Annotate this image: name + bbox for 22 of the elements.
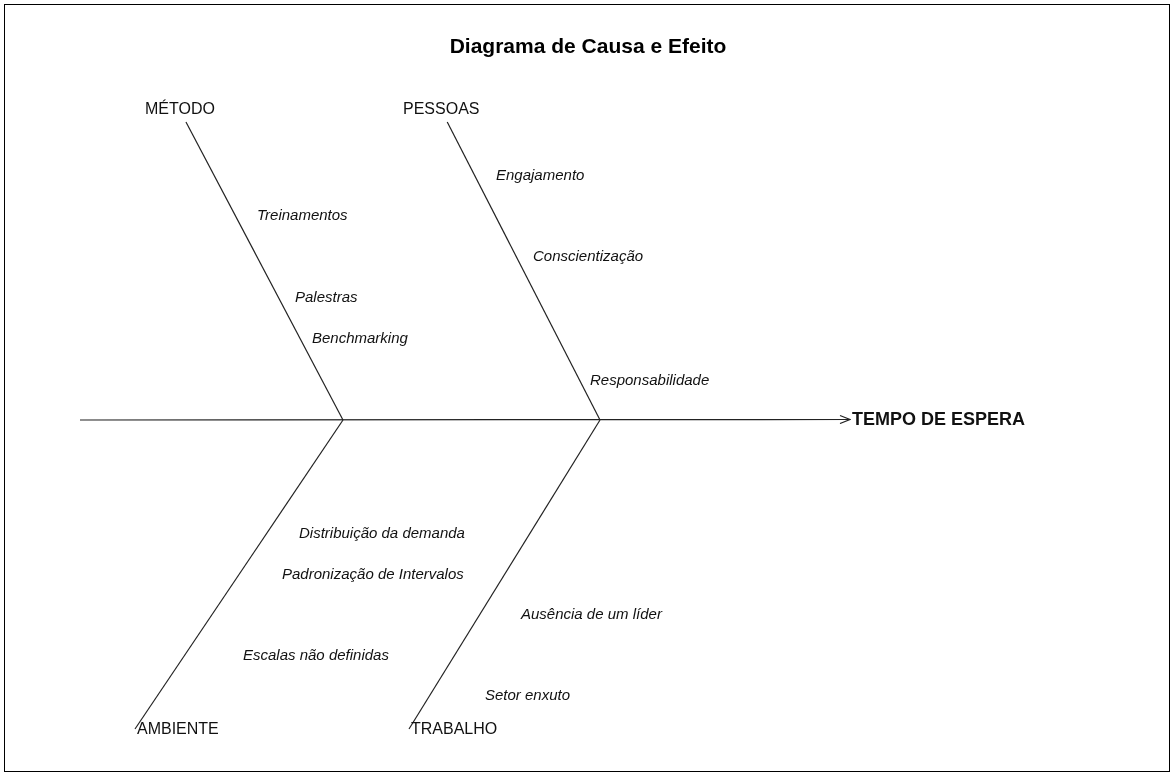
- cause-label: Distribuição da demanda: [299, 524, 465, 542]
- cause-label: Treinamentos: [257, 206, 348, 224]
- cause-label: Responsabilidade: [590, 371, 710, 389]
- cause-label: Setor enxuto: [485, 686, 571, 704]
- cause-label: Engajamento: [496, 166, 585, 184]
- cause-label: Ausência de um líder: [521, 605, 662, 623]
- cause-label: Palestras: [295, 288, 358, 306]
- fishbone-line: [185, 121, 344, 421]
- category-label: PESSOAS: [403, 100, 480, 118]
- category-label: MÉTODO: [145, 100, 215, 118]
- diagram-title: Diagrama de Causa e Efeito: [449, 34, 727, 57]
- fishbone-line: [408, 419, 601, 730]
- cause-label: Padronização de Intervalos: [282, 565, 464, 583]
- arrow: [79, 414, 851, 425]
- cause-label: Benchmarking: [312, 329, 408, 347]
- fishbone-line: [134, 419, 344, 730]
- category-label: AMBIENTE: [137, 720, 219, 738]
- fishbone-line: [446, 121, 601, 421]
- effect-label: TEMPO DE ESPERA: [852, 409, 1026, 430]
- cause-label: Escalas não definidas: [243, 646, 389, 664]
- category-label: TRABALHO: [411, 720, 498, 738]
- cause-label: Conscientização: [533, 247, 644, 265]
